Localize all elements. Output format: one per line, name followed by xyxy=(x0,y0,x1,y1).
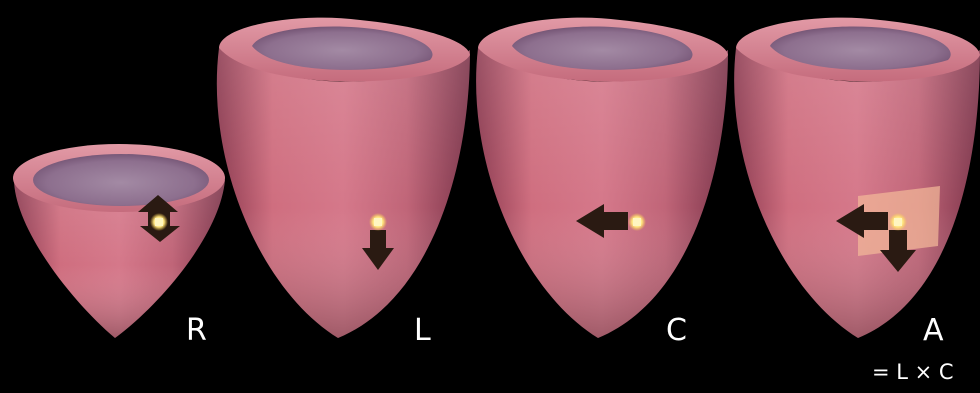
panel-label-a: A xyxy=(923,316,944,346)
heart-c xyxy=(476,18,728,338)
heart-r xyxy=(13,144,225,338)
panel-label-r: R xyxy=(186,316,207,346)
tracking-marker xyxy=(894,218,902,226)
area-formula: = L × C xyxy=(872,362,954,383)
panel-label-c: C xyxy=(666,316,687,346)
tracking-marker xyxy=(374,218,382,226)
heart-a xyxy=(734,18,980,338)
heart-l xyxy=(217,18,470,338)
heart-r-cavity xyxy=(33,154,209,206)
panel-label-l: L xyxy=(414,316,431,346)
tracking-marker xyxy=(155,218,163,226)
tracking-marker xyxy=(633,218,641,226)
